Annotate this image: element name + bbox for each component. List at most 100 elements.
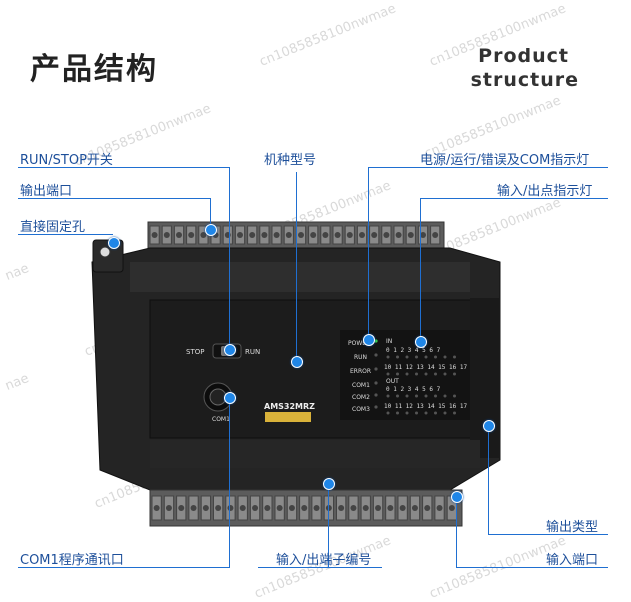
callout-line (18, 198, 210, 199)
out-row-b: 10 11 12 13 14 15 16 17 (384, 403, 468, 410)
bottom-terminals (151, 495, 458, 521)
callout-dot (205, 224, 217, 236)
callout-line (210, 198, 211, 228)
out-row-a: 0 1 2 3 4 5 6 7 (386, 386, 441, 393)
io-led (405, 355, 409, 359)
screw-head (298, 232, 304, 238)
io-led (424, 394, 428, 398)
top-terminals (149, 225, 441, 245)
io-led (424, 355, 428, 359)
io-led (396, 355, 399, 359)
io-led (434, 394, 437, 398)
io-led (453, 355, 456, 359)
status-led (374, 367, 378, 371)
screw-head (239, 505, 246, 511)
callout-line (456, 567, 608, 568)
out-label: OUT (386, 378, 399, 385)
in-row-b: 10 11 12 13 14 15 16 17 (384, 364, 468, 371)
io-led (396, 411, 399, 415)
label-io-indicators: 输入/出点指示灯 (497, 184, 593, 199)
io-led (453, 394, 456, 398)
screw-head (261, 232, 268, 238)
screw-head (310, 232, 317, 238)
io-led (424, 372, 428, 376)
io-led (443, 394, 447, 398)
callout-line (368, 167, 369, 339)
screw-head (215, 505, 222, 511)
screw-head (362, 505, 369, 511)
callout-dot (224, 344, 236, 356)
screw-head (252, 505, 259, 511)
status-led (374, 381, 378, 385)
led-com1-label: COM1 (352, 382, 370, 389)
io-led (405, 411, 409, 415)
screw-head (359, 232, 365, 238)
screw-head (436, 505, 443, 511)
led-run-label: RUN (354, 354, 368, 361)
screw-head (448, 505, 455, 511)
screw-head (273, 232, 280, 238)
io-led (386, 394, 390, 398)
io-led (453, 372, 456, 376)
label-status-indicators: 电源/运行/错误及COM指示灯 (420, 153, 590, 168)
screw-head (346, 232, 353, 238)
label-output-port: 输出端口 (20, 184, 73, 199)
callout-line (368, 167, 608, 168)
io-led (415, 394, 418, 398)
screw-head (301, 505, 308, 511)
callout-line (18, 167, 230, 168)
io-led (386, 355, 390, 359)
io-led (386, 372, 390, 376)
led-window (340, 330, 470, 420)
screw-head (322, 232, 329, 238)
model-plate (265, 412, 311, 422)
callout-line (229, 167, 230, 350)
page-title: 产品结构 (30, 52, 158, 87)
callout-line (18, 567, 230, 568)
subtitle-line-1: Product (478, 45, 569, 67)
io-led (415, 372, 418, 376)
io-led (405, 372, 409, 376)
screw-head (151, 232, 158, 238)
screw-head (432, 232, 439, 238)
screw-head (399, 505, 406, 511)
callout-line (456, 497, 457, 567)
io-led (424, 411, 428, 415)
led-grid (374, 339, 456, 415)
screw-head (424, 505, 431, 511)
callout-dot (483, 420, 495, 432)
side-rib (470, 298, 500, 458)
mount-hole (99, 246, 111, 258)
status-led (374, 405, 378, 409)
io-led (405, 394, 409, 398)
in-label: IN (386, 338, 393, 345)
screw-head (338, 505, 345, 511)
label-model-number: 机种型号 (264, 153, 317, 168)
lower-label-band (150, 440, 480, 468)
callout-dot (363, 334, 375, 346)
io-led (396, 372, 399, 376)
label-output-type: 输出类型 (546, 520, 599, 535)
switch-stop-label: STOP (186, 348, 205, 356)
callout-line (420, 198, 608, 199)
in-row-a: 0 1 2 3 4 5 6 7 (386, 347, 441, 354)
led-error-label: ERROR (350, 368, 372, 375)
status-led (374, 353, 378, 357)
screw-head (276, 505, 283, 511)
screw-head (200, 232, 207, 238)
label-io-terminal-numbers: 输入/出端子编号 (276, 553, 372, 568)
io-led (415, 355, 418, 359)
io-led (386, 411, 390, 415)
screw-head (264, 505, 271, 511)
top-label-band (130, 262, 470, 292)
status-led (374, 393, 378, 397)
callout-line (420, 198, 421, 341)
screw-head (350, 505, 357, 511)
screw-head (285, 232, 292, 238)
callout-line (328, 484, 329, 568)
io-led (453, 411, 456, 415)
screw-head (153, 505, 160, 511)
model-text: AMS32MRZ (264, 402, 315, 411)
callout-line (488, 534, 608, 535)
screw-head (395, 232, 402, 238)
